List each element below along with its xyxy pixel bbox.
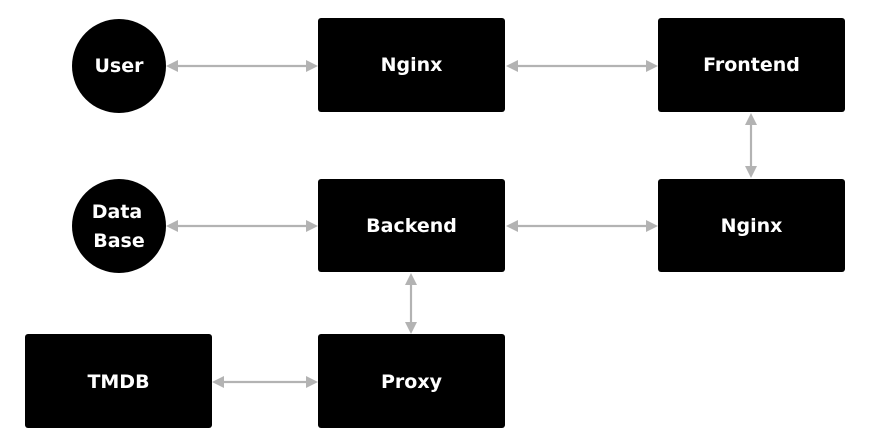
- proxy-label: Proxy: [381, 371, 443, 393]
- tmdb-box: [25, 334, 212, 428]
- backend-box: [318, 179, 505, 272]
- edge-database-backend: [166, 220, 318, 232]
- edge-nginx-top-frontend: [506, 60, 658, 72]
- nginx-top-label: Nginx: [381, 54, 443, 76]
- nginx-top-box: [318, 18, 505, 112]
- node-user: User: [72, 19, 166, 113]
- user-label: User: [95, 55, 145, 77]
- node-database: Data Base: [72, 179, 166, 273]
- database-circle: [72, 179, 166, 273]
- node-proxy: Proxy: [318, 334, 505, 428]
- nginx-mid-box: [658, 179, 845, 272]
- edge-user-nginx-top: [166, 60, 318, 72]
- proxy-box: [318, 334, 505, 428]
- node-nginx-mid: Nginx: [658, 179, 845, 272]
- node-frontend: Frontend: [658, 18, 845, 112]
- node-backend: Backend: [318, 179, 505, 272]
- tmdb-label: TMDB: [87, 371, 149, 393]
- edges: [166, 60, 757, 388]
- node-tmdb: TMDB: [25, 334, 212, 428]
- frontend-label: Frontend: [703, 54, 800, 76]
- edge-frontend-nginx-mid: [745, 113, 757, 178]
- user-circle: [72, 19, 166, 113]
- edge-backend-proxy: [405, 273, 417, 334]
- edge-backend-nginx-mid: [506, 220, 658, 232]
- node-nginx-top: Nginx: [318, 18, 505, 112]
- edge-tmdb-proxy: [212, 376, 318, 388]
- database-label-line2: Base: [93, 230, 145, 252]
- nginx-mid-label: Nginx: [721, 215, 783, 237]
- backend-label: Backend: [366, 215, 457, 237]
- database-label-line1: Data: [92, 201, 143, 223]
- frontend-box: [658, 18, 845, 112]
- nodes: User Nginx Frontend Data Base Backend Ng…: [25, 18, 845, 428]
